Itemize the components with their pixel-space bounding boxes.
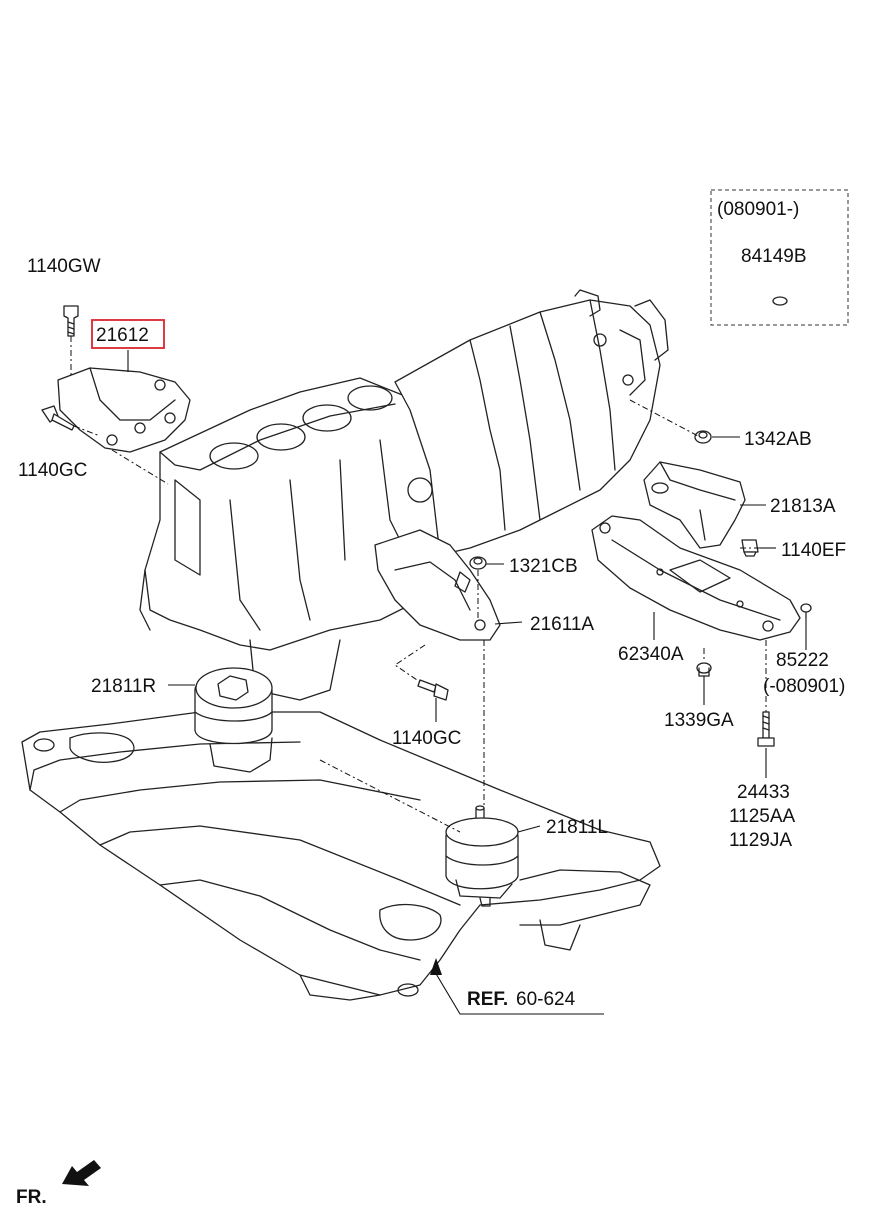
crossmember-62340A xyxy=(591,515,801,641)
plug-84149B-icon xyxy=(772,296,788,306)
label-ref-value[interactable]: 60-624 xyxy=(516,989,576,1010)
label-1140EF[interactable]: 1140EF xyxy=(781,540,846,561)
bolt-1140GC-left xyxy=(41,405,75,431)
label-1339GA[interactable]: 1339GA xyxy=(664,710,734,731)
label-1140GC-mid[interactable]: 1140GC xyxy=(392,728,461,749)
label-85222-range: (-080901) xyxy=(763,676,845,697)
mount-21811L xyxy=(445,805,519,907)
label-1342AB[interactable]: 1342AB xyxy=(744,429,812,450)
label-box-range: (080901-) xyxy=(717,199,799,220)
label-62340A[interactable]: 62340A xyxy=(618,644,684,665)
nut-1321CB xyxy=(469,556,487,570)
transmission xyxy=(394,289,669,556)
label-21811R[interactable]: 21811R xyxy=(91,676,156,697)
label-1140GW[interactable]: 1140GW xyxy=(27,256,101,277)
label-1125AA[interactable]: 1125AA xyxy=(729,806,796,827)
supersession-box xyxy=(710,189,849,326)
label-1321CB[interactable]: 1321CB xyxy=(509,556,578,577)
label-21811L[interactable]: 21811L xyxy=(546,817,608,838)
ref-arrow-icon xyxy=(430,958,442,975)
highlight-box-21612 xyxy=(91,319,165,349)
labels: 1140GW 21612 1140GC 1342AB 21813A 1140EF… xyxy=(16,199,846,1208)
subframe xyxy=(21,711,661,1001)
label-21612[interactable]: 21612 xyxy=(96,325,149,346)
label-1140GC-left[interactable]: 1140GC xyxy=(18,460,87,481)
bolt-85222 xyxy=(800,603,812,619)
nut-1342AB xyxy=(694,430,712,444)
front-arrow-icon xyxy=(62,1160,101,1186)
label-1129JA[interactable]: 1129JA xyxy=(729,830,792,851)
bolt-1140GW xyxy=(63,305,79,337)
label-84149B[interactable]: 84149B xyxy=(741,246,807,267)
label-24433[interactable]: 24433 xyxy=(737,782,790,803)
label-21813A[interactable]: 21813A xyxy=(770,496,836,517)
mount-21813A xyxy=(643,461,746,549)
label-85222[interactable]: 85222 xyxy=(776,650,829,671)
label-ref-prefix: REF. xyxy=(467,989,508,1010)
bracket-21611A xyxy=(374,529,501,641)
mount-21811R xyxy=(194,667,273,773)
leader-lines xyxy=(70,336,807,1015)
label-front: FR. xyxy=(16,1187,47,1208)
label-21611A[interactable]: 21611A xyxy=(530,614,594,635)
engine-block xyxy=(139,377,451,701)
engine-mount-bracket-21612 xyxy=(57,367,191,453)
bolt-1140GC-mid xyxy=(417,679,449,701)
bolt-24433 xyxy=(757,711,775,747)
nut-1339GA xyxy=(696,662,712,677)
